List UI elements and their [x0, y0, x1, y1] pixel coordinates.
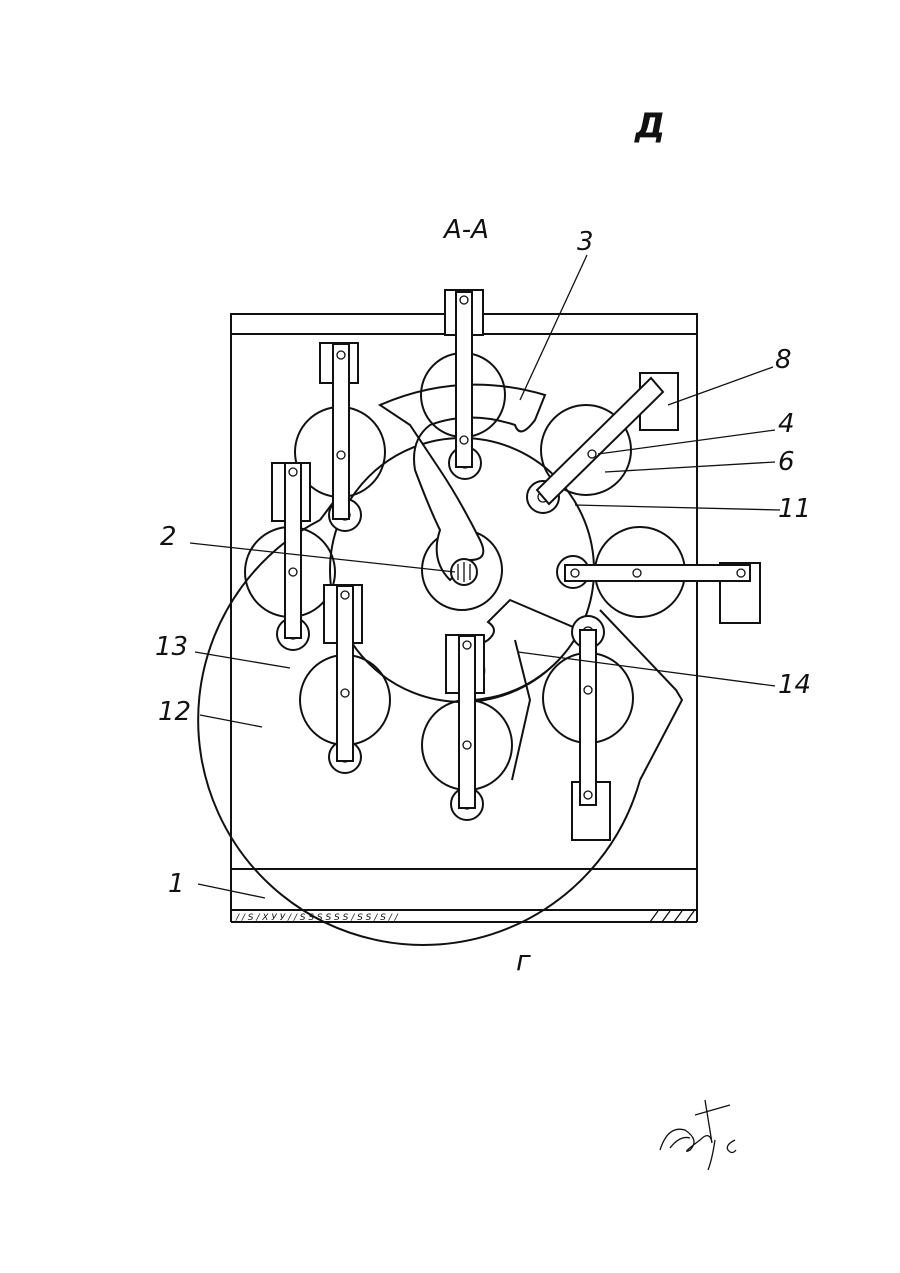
callout-12: 12 [158, 697, 191, 727]
signature [660, 1100, 736, 1170]
callout-11: 11 [778, 494, 811, 524]
figure-label: г [516, 944, 531, 977]
section-label: А-А [442, 215, 489, 245]
callout-14: 14 [778, 670, 811, 700]
callout-13: 13 [155, 632, 188, 662]
callout-6: 6 [778, 447, 795, 477]
callout-3: 3 [577, 227, 594, 257]
callout-2: 2 [160, 522, 177, 552]
callout-4: 4 [778, 409, 795, 439]
callout-1: 1 [168, 869, 185, 899]
callout-8: 8 [775, 345, 792, 375]
sheet-letter: Д [634, 106, 665, 146]
